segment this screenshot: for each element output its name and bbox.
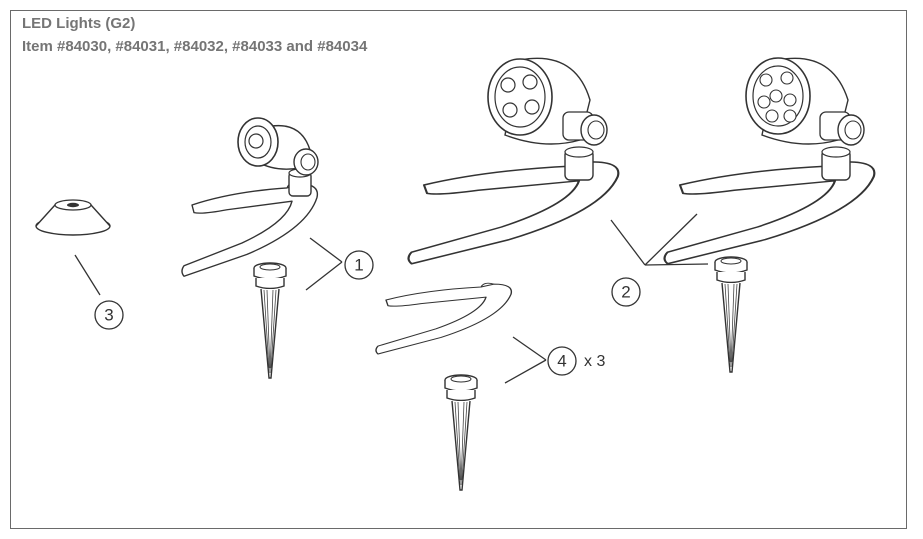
part-2-spotlight-6-led: [663, 57, 876, 265]
callout-3-label: 3: [104, 306, 113, 325]
leader-lines: [74, 213, 709, 384]
callout-2: 2: [611, 277, 641, 307]
callout-1: 1: [344, 250, 374, 280]
part-3-base-cap: [35, 199, 111, 236]
callout-4: 4 x 3: [547, 346, 605, 376]
part-2-spotlight-4-led: [407, 57, 620, 265]
callout-4-label: 4: [557, 352, 566, 371]
part-4-bracket: [375, 282, 513, 355]
callout-1-label: 1: [354, 256, 363, 275]
part-2-stake: [714, 256, 748, 373]
callout-3: 3: [94, 300, 124, 330]
callout-4-quantity: x 3: [584, 353, 605, 370]
part-1-stake: [253, 262, 287, 379]
callout-2-label: 2: [621, 283, 630, 302]
diagram-title: LED Lights (G2): [22, 15, 136, 32]
part-4-stake: [444, 374, 478, 491]
part-1-small-spotlight: [181, 117, 319, 277]
diagram-subtitle: Item #84030, #84031, #84032, #84033 and …: [22, 38, 368, 55]
